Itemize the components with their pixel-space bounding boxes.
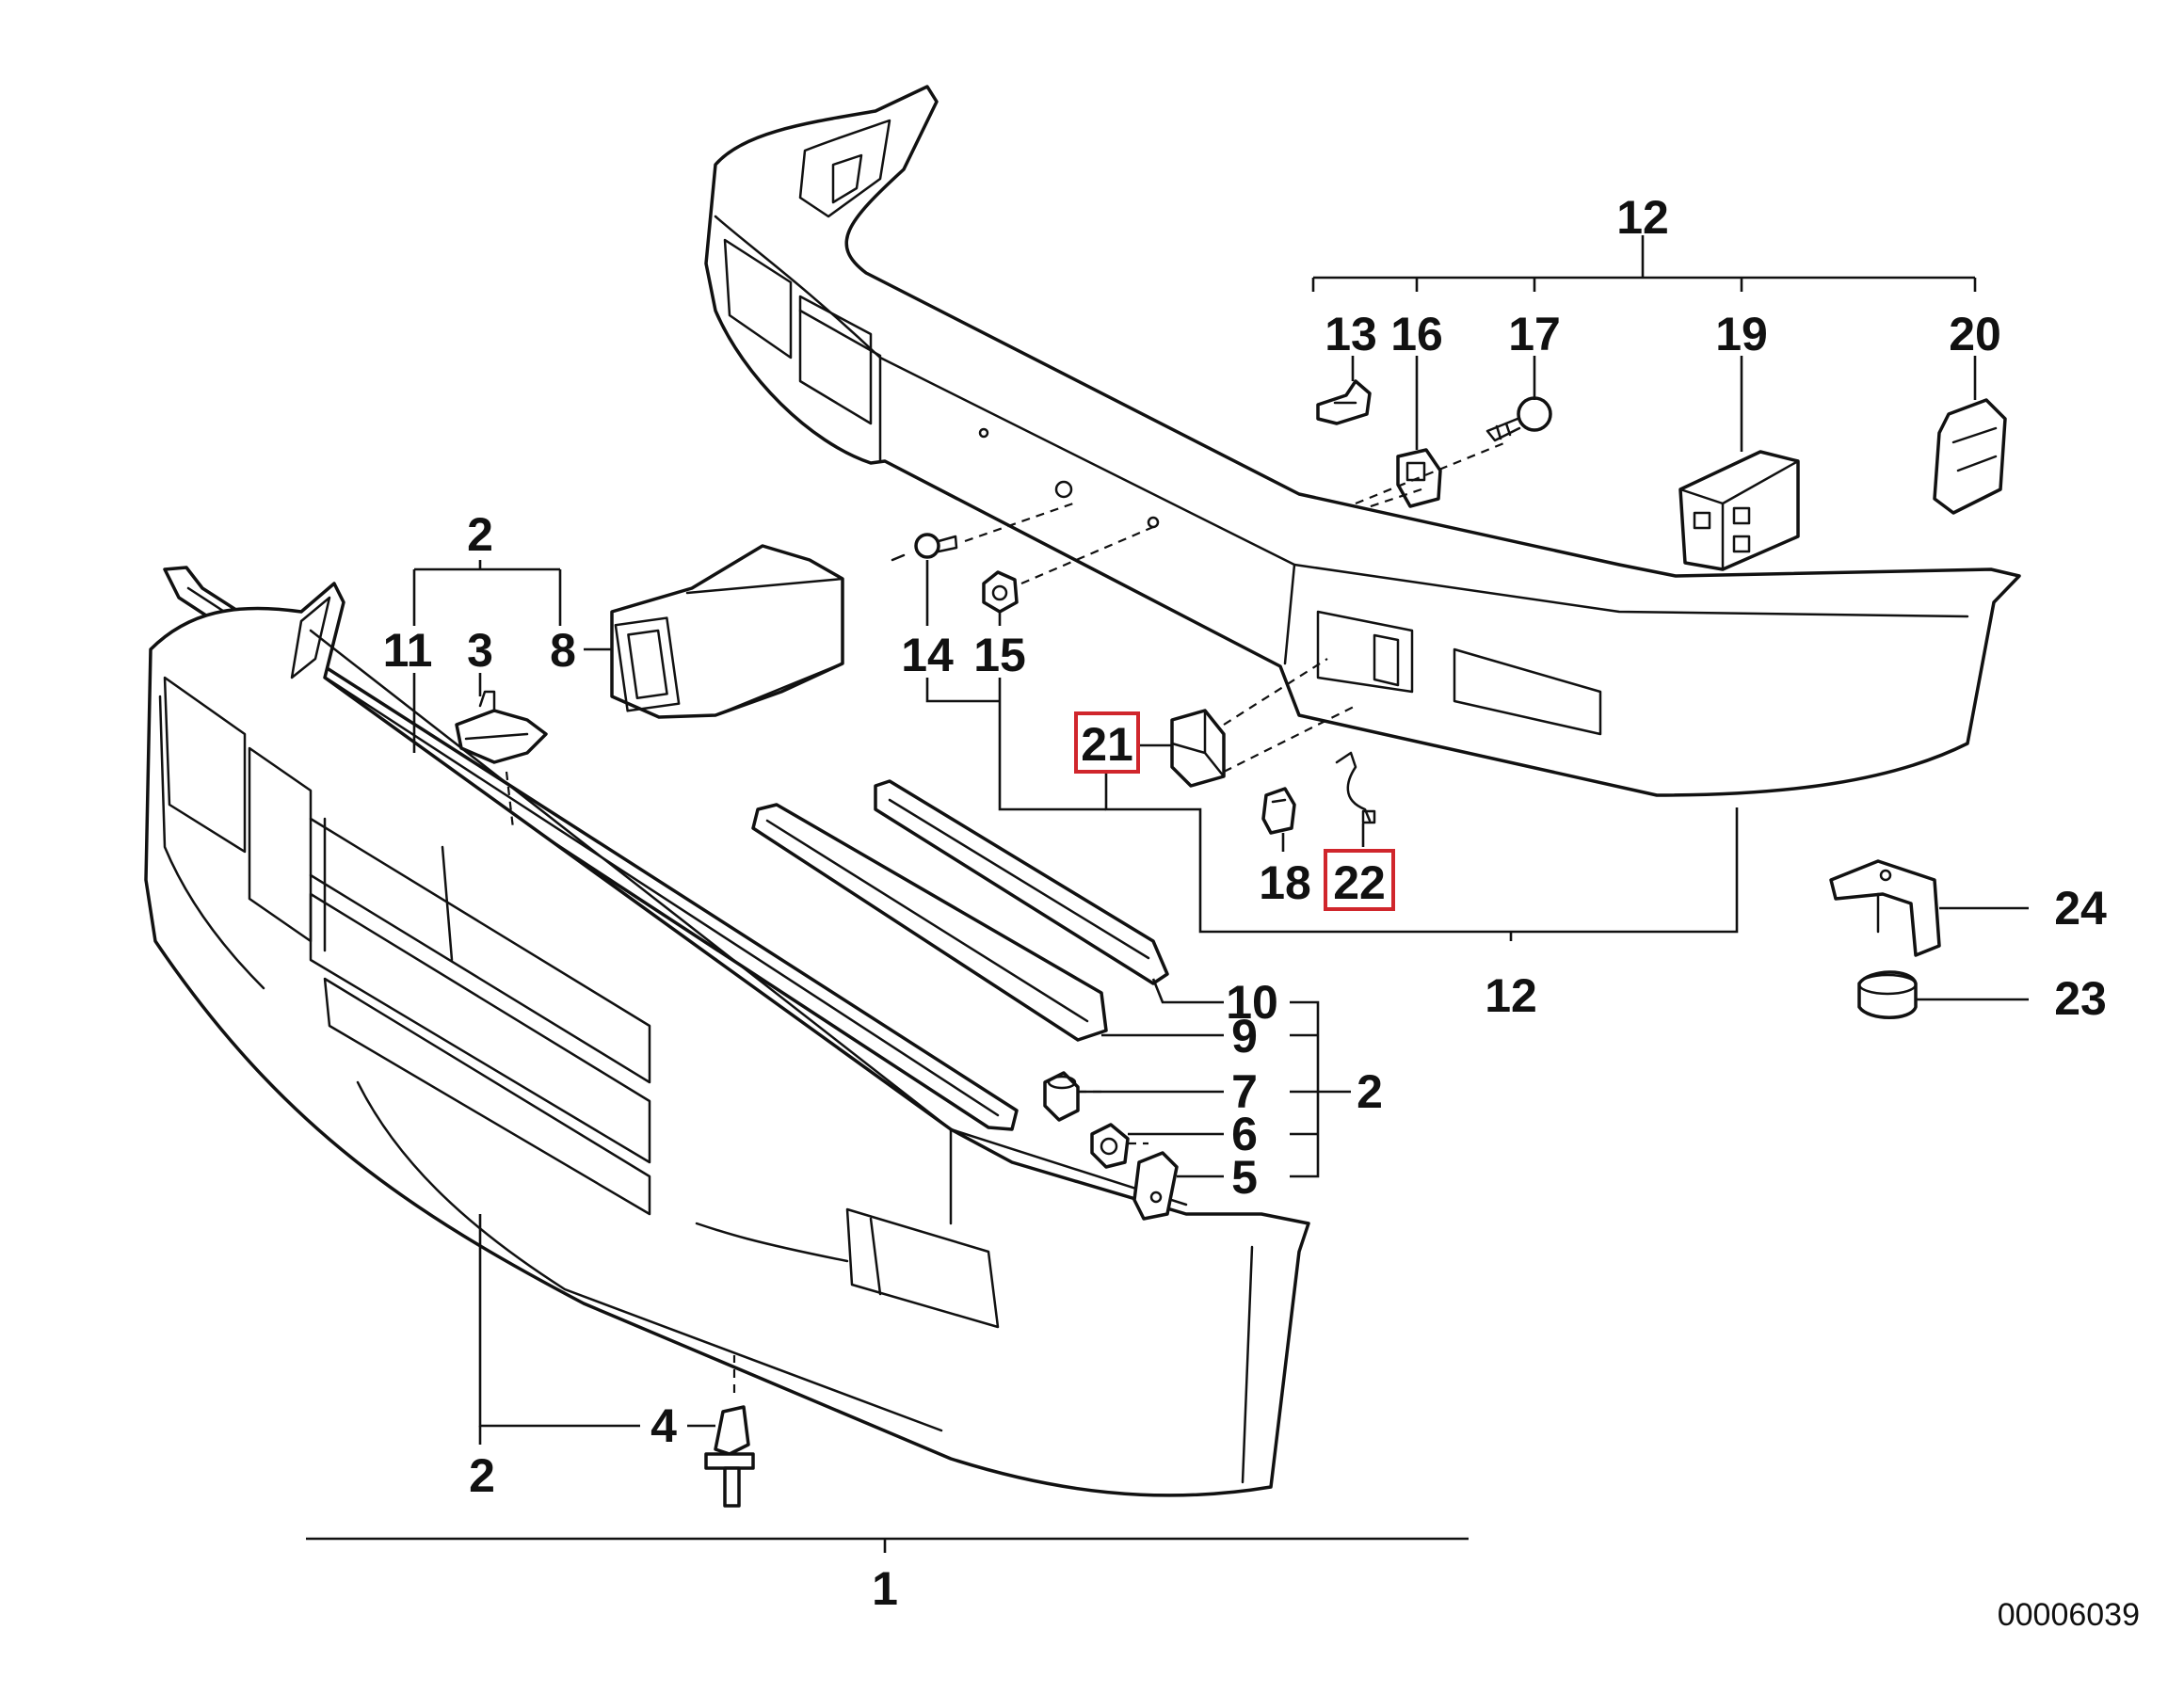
bracket-24: [1829, 859, 1941, 957]
callout-20: 20: [1949, 308, 2001, 360]
nut-15: [982, 570, 1019, 614]
callout-4: 4: [650, 1399, 677, 1452]
callout-5: 5: [1231, 1151, 1258, 1204]
lower-bumper: [144, 582, 1310, 1497]
callout-17: 17: [1508, 308, 1561, 360]
highlight-box-22: [1324, 849, 1395, 911]
air-duct-8: [610, 544, 844, 719]
clip-7: [1043, 1071, 1080, 1122]
pad-23: [1857, 970, 1918, 1019]
callout-24: 24: [2054, 882, 2107, 935]
cover-21: [1170, 709, 1226, 788]
highlight-box-21: [1074, 711, 1140, 774]
wire-22: [1335, 751, 1376, 824]
callout-14: 14: [901, 629, 954, 681]
callout-2-bottom: 2: [469, 1449, 495, 1502]
callout-18: 18: [1259, 856, 1311, 909]
grille-frame-9: [751, 803, 1108, 1042]
bracket-19: [1678, 450, 1800, 571]
callout-8: 8: [550, 624, 576, 677]
callout-23: 23: [2054, 972, 2107, 1025]
grille-insert-10: [874, 779, 1169, 985]
callout-2-top: 2: [467, 508, 493, 561]
screw-17: [1485, 396, 1552, 442]
clip-13: [1316, 379, 1372, 425]
nut-6: [1090, 1123, 1130, 1169]
callout-9: 9: [1231, 1010, 1258, 1063]
callout-labels: 12 13 16 17 19 20 2 11 3 8 14 15 21 18 2…: [383, 191, 2107, 1615]
clip-3: [455, 690, 548, 764]
callout-16: 16: [1390, 308, 1443, 360]
callout-22: 22: [1333, 856, 1386, 909]
callout-12-top: 12: [1616, 191, 1669, 244]
assembly-lines: [505, 440, 1507, 1393]
upper-bumper: [704, 85, 2021, 797]
callout-1: 1: [872, 1562, 898, 1615]
highlight-boxes: [1074, 711, 1395, 911]
callout-6: 6: [1231, 1108, 1258, 1160]
callout-11: 11: [383, 624, 433, 677]
bolt-14: [891, 533, 958, 562]
bracket-5: [1132, 1151, 1179, 1221]
bracket-20: [1933, 398, 2007, 515]
callout-19: 19: [1715, 308, 1768, 360]
callout-13: 13: [1325, 308, 1377, 360]
callout-3: 3: [467, 624, 493, 677]
callout-12-bottom: 12: [1485, 969, 1537, 1022]
document-number: 00006039: [1998, 1597, 2140, 1633]
leader-lines: [306, 235, 2029, 1553]
rivet-4: [704, 1405, 755, 1508]
callout-2-right: 2: [1357, 1065, 1383, 1118]
callout-7: 7: [1231, 1065, 1258, 1118]
clip-18: [1261, 787, 1296, 835]
callout-15: 15: [973, 629, 1026, 681]
callout-21: 21: [1081, 718, 1133, 771]
callout-10: 10: [1226, 976, 1278, 1029]
